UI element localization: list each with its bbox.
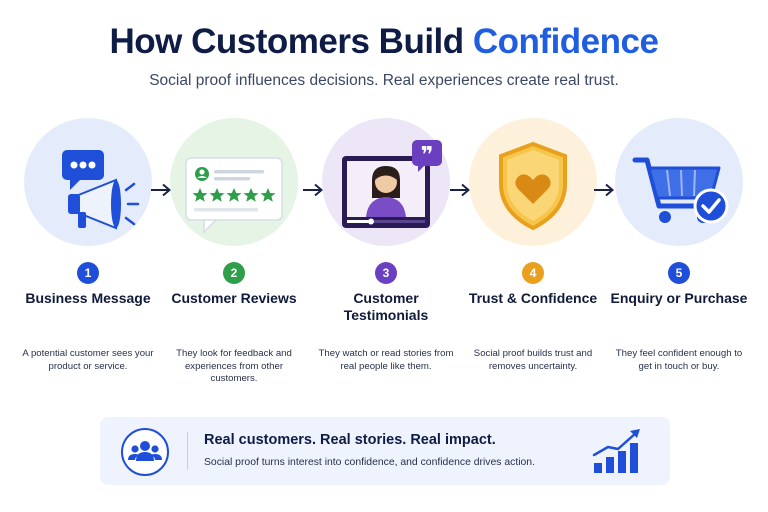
- step-4-icon-circle: [469, 118, 597, 246]
- step-trust-confidence: 4 Trust & Confidence Social proof builds…: [458, 118, 608, 373]
- step-label: Customer Testimonials: [343, 290, 429, 323]
- people-group-icon: [121, 428, 169, 476]
- step-enquiry-purchase: 5 Enquiry or Purchase They feel confiden…: [604, 118, 754, 373]
- arrow-right-icon: [450, 183, 471, 197]
- step-number-badge: 5: [668, 262, 690, 284]
- banner-text: Social proof turns interest into confide…: [204, 457, 535, 468]
- megaphone-icon: [62, 150, 140, 230]
- title-accent: Confidence: [472, 22, 659, 61]
- step-description: A potential customer sees your product o…: [22, 348, 154, 372]
- shield-heart-icon: [499, 141, 567, 231]
- step-description: They feel confident enough to get in tou…: [615, 348, 743, 372]
- summary-banner: Real customers. Real stories. Real impac…: [100, 417, 670, 485]
- shopping-cart-check-icon: [632, 157, 729, 224]
- step-1-icon-circle: [24, 118, 152, 246]
- arrow-right-icon: [594, 183, 615, 197]
- step-label: Enquiry or Purchase: [610, 290, 748, 306]
- title-main: How Customers Build: [109, 22, 473, 61]
- step-label: Customer Reviews: [171, 290, 297, 306]
- page-title: How Customers Build Confidence: [0, 22, 768, 62]
- step-5-icon-circle: [615, 118, 743, 246]
- banner-divider: [187, 432, 188, 470]
- step-label: Business Message: [25, 290, 151, 306]
- step-number-badge: 4: [522, 262, 544, 284]
- arrow-right-icon: [151, 183, 172, 197]
- step-3-icon-circle: ❞: [322, 118, 450, 246]
- star-rating-icon: [185, 157, 283, 234]
- step-label: Trust & Confidence: [468, 290, 598, 306]
- arrow-right-icon: [303, 183, 324, 197]
- step-customer-testimonials: ❞ 3 Customer Testimonials They watch or …: [311, 118, 461, 373]
- step-2-icon-circle: [170, 118, 298, 246]
- video-testimonial-icon: ❞: [342, 140, 442, 228]
- page-subtitle: Social proof influences decisions. Real …: [149, 72, 619, 89]
- step-description: Social proof builds trust and removes un…: [473, 348, 593, 372]
- step-customer-reviews: 2 Customer Reviews They look for feedbac…: [159, 118, 309, 386]
- step-number-badge: 3: [375, 262, 397, 284]
- step-number-badge: 2: [223, 262, 245, 284]
- svg-text:❞: ❞: [421, 143, 434, 168]
- step-description: They watch or read stories from real peo…: [318, 348, 454, 372]
- step-description: They look for feedback and experiences f…: [176, 348, 292, 385]
- growth-chart-icon: [592, 429, 640, 473]
- banner-title: Real customers. Real stories. Real impac…: [204, 432, 496, 448]
- step-business-message: 1 Business Message A potential customer …: [13, 118, 163, 373]
- step-number-badge: 1: [77, 262, 99, 284]
